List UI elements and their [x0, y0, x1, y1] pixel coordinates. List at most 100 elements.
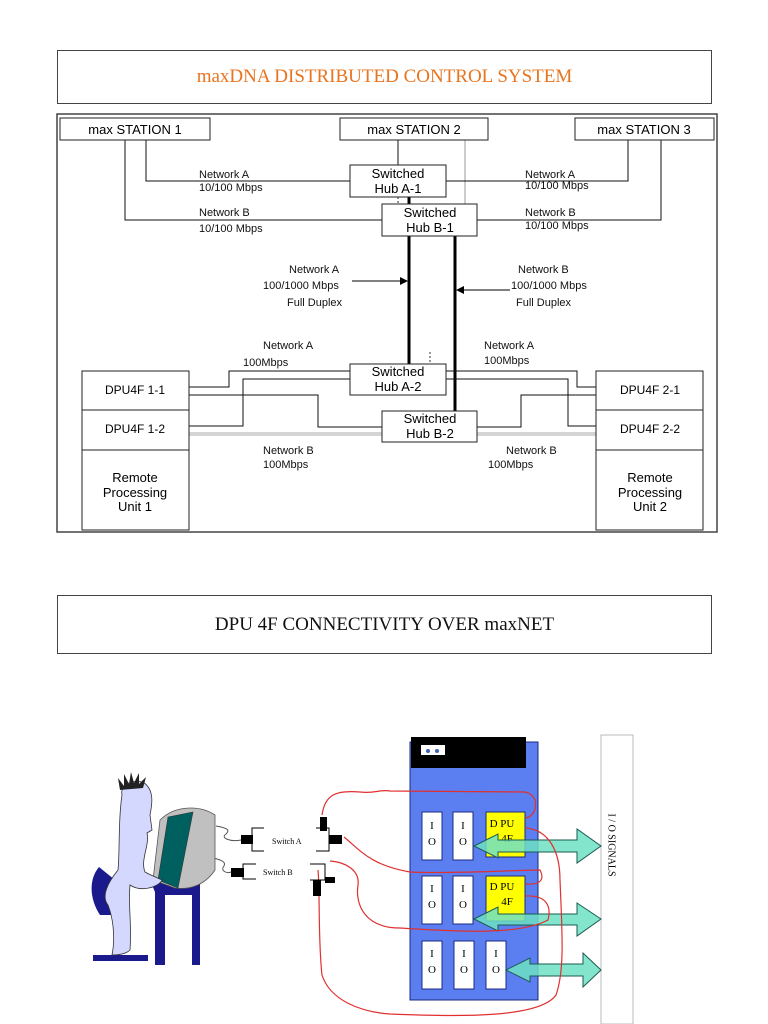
io-module[interactable]: I O: [421, 811, 443, 861]
label-left-net-b: Network B: [199, 207, 250, 219]
label-right-net-b: Network B: [525, 207, 576, 219]
cable-computer-switch-b: [212, 857, 232, 873]
io-letter-o: O: [428, 899, 436, 911]
person-icon: [104, 781, 163, 956]
label-backbone-b: Network B: [518, 264, 569, 276]
dpu4f-1-2-label: DPU4F 1-2: [105, 422, 165, 436]
switch-b-label: Switch B: [263, 868, 293, 877]
hub-b1-label2: Hub B-1: [406, 220, 454, 235]
dpu4f-module[interactable]: D PU 4F: [485, 875, 526, 922]
rpu2-label-line1: Remote: [627, 470, 673, 485]
switch-a[interactable]: Switch A: [241, 817, 342, 852]
station-3[interactable]: max STATION 3: [574, 117, 715, 141]
hub-a2[interactable]: Switched Hub A-2: [349, 363, 447, 396]
io-letter-i: I: [461, 820, 465, 832]
io-letter-o: O: [428, 836, 436, 848]
io-module[interactable]: I O: [421, 940, 443, 990]
label-lower-left-net-a-speed: 100Mbps: [243, 357, 289, 369]
operator-illustration: [91, 772, 216, 965]
hub-b2[interactable]: Switched Hub B-2: [381, 410, 478, 443]
hub-b2-label1: Switched: [404, 411, 457, 426]
io-letter-o: O: [428, 964, 436, 976]
dpu22-net-a: [446, 378, 596, 427]
double-arrow-icon: [472, 902, 602, 937]
network-diagram: max STATION 1 max STATION 2 max STATION …: [56, 113, 718, 533]
monitor-screen: [157, 811, 194, 889]
io-letter-o: O: [459, 836, 467, 848]
dpu4f-2-1-label: DPU4F 2-1: [620, 383, 680, 397]
io-module[interactable]: I O: [421, 875, 443, 925]
hub-b1[interactable]: Switched Hub B-1: [381, 203, 478, 237]
label-backbone-a-mode: Full Duplex: [287, 297, 343, 309]
io-module[interactable]: I O: [452, 875, 474, 925]
hub-a2-label1: Switched: [372, 364, 425, 379]
io-letter-i: I: [430, 883, 434, 895]
label-lower-right-net-b-speed: 100Mbps: [488, 459, 534, 471]
desk-icon: [150, 880, 200, 965]
system-title-box: maxDNA DISTRIBUTED CONTROL SYSTEM: [57, 50, 712, 104]
arrowhead-net-a: [400, 277, 408, 285]
io-letter-o: O: [459, 899, 467, 911]
dpu-label-line1: D PU: [490, 881, 515, 893]
label-lower-right-net-a-speed: 100Mbps: [484, 355, 530, 367]
rpu1-label-line2: Processing: [103, 485, 167, 500]
io-module[interactable]: I O: [452, 811, 474, 861]
connectivity-title: DPU 4F CONNECTIVITY OVER maxNET: [214, 613, 555, 635]
label-backbone-b-speed: 100/1000 Mbps: [511, 280, 587, 292]
rack-indicator: [421, 745, 445, 755]
red-cables: [317, 789, 563, 1017]
station1-net-a-line: [145, 140, 350, 182]
label-backbone-b-mode: Full Duplex: [516, 297, 572, 309]
switch-b[interactable]: Switch B: [231, 863, 335, 896]
system-title: maxDNA DISTRIBUTED CONTROL SYSTEM: [196, 66, 573, 87]
hub-a1-label1: Switched: [372, 166, 425, 181]
station3-net-a-line: [446, 140, 629, 182]
label-right-net-a: Network A: [525, 169, 576, 181]
dpu4f-1-1-label: DPU4F 1-1: [105, 383, 165, 397]
station-2-label: max STATION 2: [367, 122, 460, 137]
cable-switch-b-dpu2: [329, 860, 550, 932]
cable-switch-a-dpu1: [321, 789, 537, 819]
station1-net-b-line: [124, 140, 382, 221]
io-letter-o: O: [460, 964, 468, 976]
double-arrow-icon: [472, 828, 602, 864]
dpu11-net-a: [189, 370, 350, 388]
label-backbone-a: Network A: [289, 264, 340, 276]
hub-a1[interactable]: Switched Hub A-1: [349, 164, 447, 198]
io-signals-bar: I / O SIGNALS: [600, 734, 634, 1024]
station3-net-b-line: [477, 140, 662, 221]
remote-processing-unit-1[interactable]: DPU4F 1-1 DPU4F 1-2 Remote Processing Un…: [81, 370, 190, 531]
station-2[interactable]: max STATION 2: [339, 117, 489, 141]
hub-b1-label1: Switched: [404, 205, 457, 220]
remote-processing-unit-2[interactable]: DPU4F 2-1 DPU4F 2-2 Remote Processing Un…: [595, 370, 704, 531]
io-signals-label: I / O SIGNALS: [606, 813, 617, 876]
label-left-net-a: Network A: [199, 169, 250, 181]
label-left-net-a-speed: 10/100 Mbps: [199, 182, 263, 194]
switch-a-label: Switch A: [272, 837, 302, 846]
led-icon: [426, 749, 430, 753]
cable-computer-switch-a: [215, 825, 242, 841]
rpu2-label-line3: Unit 2: [633, 499, 667, 514]
io-letter-i: I: [430, 948, 434, 960]
rpu1-label-line3: Unit 1: [118, 499, 152, 514]
label-lower-right-net-a: Network A: [484, 340, 535, 352]
io-module[interactable]: I O: [453, 940, 475, 990]
io-letter-i: I: [461, 883, 465, 895]
station-1-label: max STATION 1: [88, 122, 181, 137]
label-right-net-a-speed: 10/100 Mbps: [525, 180, 589, 192]
cable-switch-b-dpu1: [317, 827, 563, 1017]
io-module[interactable]: I O: [485, 940, 507, 990]
hair-icon: [118, 772, 146, 790]
dpu4f-module[interactable]: D PU 4F: [485, 811, 526, 858]
label-lower-left-net-b-speed: 100Mbps: [263, 459, 309, 471]
arrowhead-net-b: [456, 286, 464, 294]
io-letter-i: I: [430, 820, 434, 832]
station-1[interactable]: max STATION 1: [59, 117, 211, 141]
dpu-label-line1: D PU: [490, 818, 515, 830]
monitor-icon: [152, 807, 216, 889]
dpu4f-2-2-label: DPU4F 2-2: [620, 422, 680, 436]
rpu1-label-line1: Remote: [112, 470, 158, 485]
label-lower-left-net-a: Network A: [263, 340, 314, 352]
hub-b2-label2: Hub B-2: [406, 426, 454, 441]
hub-a1-label2: Hub A-1: [375, 181, 422, 196]
